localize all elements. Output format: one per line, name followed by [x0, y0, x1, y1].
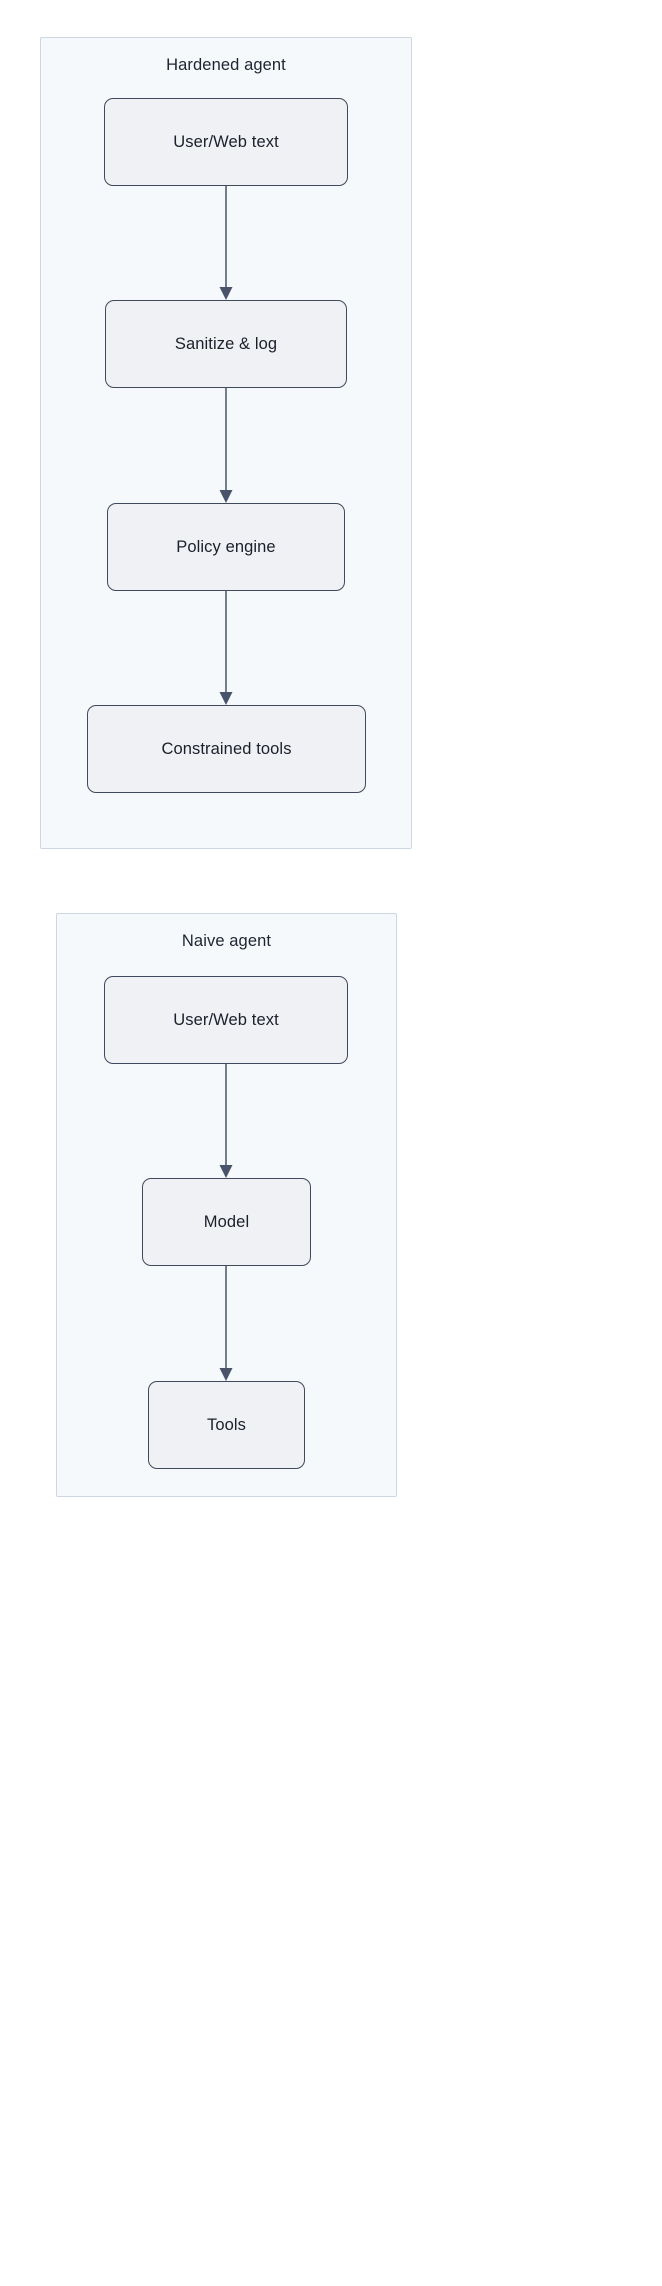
node-model[interactable]: Model: [142, 1178, 311, 1266]
node-label: Tools: [206, 1415, 247, 1434]
node-user-web-text-hardened[interactable]: User/Web text: [104, 98, 348, 186]
subgraph-naive-agent-title: Naive agent: [181, 932, 272, 950]
node-label: Constrained tools: [161, 739, 292, 758]
node-tools[interactable]: Tools: [148, 1381, 305, 1469]
node-label: User/Web text: [173, 132, 279, 151]
node-sanitize-and-log[interactable]: Sanitize & log: [105, 300, 347, 388]
node-constrained-tools[interactable]: Constrained tools: [87, 705, 366, 793]
node-policy-engine[interactable]: Policy engine: [107, 503, 345, 591]
node-label: Sanitize & log: [174, 334, 278, 353]
node-label: Policy engine: [176, 537, 276, 556]
node-label: Model: [203, 1212, 250, 1231]
subgraph-hardened-agent-title: Hardened agent: [166, 56, 286, 74]
node-label: User/Web text: [173, 1010, 279, 1029]
node-user-web-text-naive[interactable]: User/Web text: [104, 976, 348, 1064]
